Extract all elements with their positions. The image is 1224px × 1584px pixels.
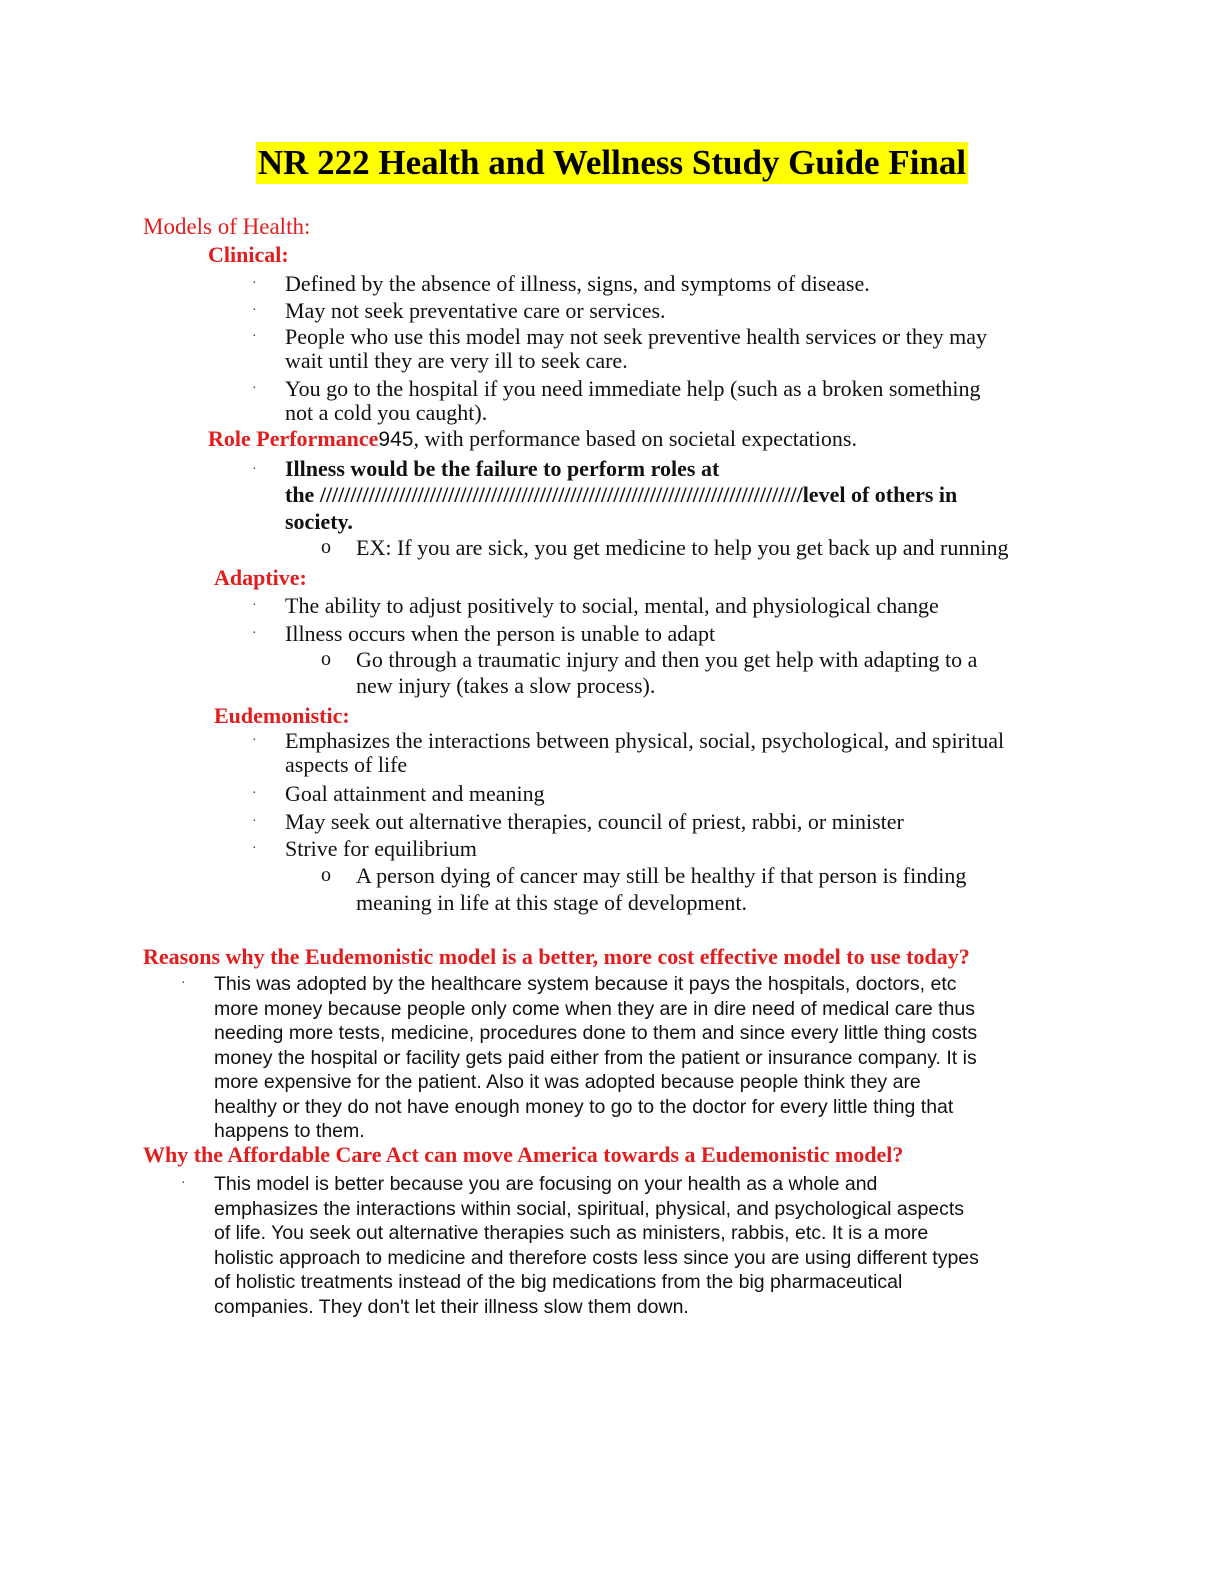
- adaptive-item-2: Illness occurs when the person is unable…: [285, 621, 716, 646]
- eudemonistic-item-1-cont: aspects of life: [285, 752, 408, 777]
- eudemonistic-heading: Eudemonistic:: [214, 703, 350, 728]
- adaptive-heading: Adaptive:: [214, 565, 307, 590]
- title-container: NR 222 Health and Wellness Study Guide F…: [0, 142, 1224, 184]
- aca-answer: This model is better because you are foc…: [214, 1172, 1074, 1319]
- bullet-icon: ·: [252, 626, 257, 641]
- bullet-icon: ·: [252, 733, 257, 748]
- page-title: NR 222 Health and Wellness Study Guide F…: [255, 142, 969, 184]
- clinical-item-4-cont: not a cold you caught).: [285, 400, 488, 425]
- bullet-icon: ·: [181, 976, 186, 991]
- aca-question: Why the Affordable Care Act can move Ame…: [143, 1142, 904, 1167]
- bullet-icon: ·: [252, 841, 257, 856]
- models-heading: Models of Health:: [143, 214, 311, 239]
- eudemonistic-subitem-line-1: A person dying of cancer may still be he…: [356, 863, 967, 888]
- reasons-line-4: money the hospital or facility gets paid…: [214, 1046, 977, 1069]
- clinical-item-2: May not seek preventative care or servic…: [285, 298, 666, 323]
- reasons-line-1: This was adopted by the healthcare syste…: [214, 973, 957, 995]
- role-item-line-2: the ////////////////////////////////////…: [285, 482, 958, 507]
- role-performance-number: 945: [378, 428, 414, 451]
- reasons-line-3: needing more tests, medicine, procedures…: [214, 1022, 978, 1044]
- reasons-line-6: healthy or they do not have enough money…: [214, 1095, 954, 1118]
- eudemonistic-subitem-line-2: meaning in life at this stage of develop…: [356, 890, 748, 915]
- circle-bullet-icon: o: [321, 648, 331, 670]
- aca-line-3: of life. You seek out alternative therap…: [214, 1222, 929, 1244]
- clinical-item-1: Defined by the absence of illness, signs…: [285, 271, 870, 296]
- eudemonistic-item-1: Emphasizes the interactions between phys…: [285, 728, 1005, 753]
- role-performance-heading: Role Performance: [208, 426, 379, 451]
- bullet-icon: ·: [252, 462, 257, 477]
- clinical-heading: Clinical:: [208, 242, 289, 267]
- clinical-item-3: People who use this model may not seek p…: [285, 324, 987, 349]
- aca-line-6: companies. They don't let their illness …: [214, 1295, 689, 1318]
- clinical-item-4: You go to the hospital if you need immed…: [285, 376, 981, 401]
- reasons-line-5: more expensive for the patient. Also it …: [214, 1071, 921, 1093]
- adaptive-subitem-line-1: Go through a traumatic injury and then y…: [356, 647, 978, 672]
- bullet-icon: ·: [181, 1176, 186, 1191]
- circle-bullet-icon: o: [321, 864, 331, 886]
- circle-bullet-icon: o: [321, 536, 331, 558]
- bullet-icon: ·: [252, 303, 257, 318]
- aca-line-1: This model is better because you are foc…: [214, 1173, 878, 1195]
- role-subitem: EX: If you are sick, you get medicine to…: [356, 535, 1009, 560]
- bullet-icon: ·: [252, 381, 257, 396]
- eudemonistic-item-4: Strive for equilibrium: [285, 836, 477, 861]
- aca-line-4: holistic approach to medicine and theref…: [214, 1246, 979, 1269]
- clinical-item-3-cont: wait until they are very ill to seek car…: [285, 348, 628, 373]
- role-performance-heading-line: Role Performance945, with performance ba…: [208, 426, 857, 452]
- eudemonistic-item-2: Goal attainment and meaning: [285, 781, 545, 806]
- reasons-answer: This was adopted by the healthcare syste…: [214, 972, 1074, 1144]
- reasons-line-2: more money because people only come when…: [214, 997, 975, 1020]
- aca-line-2: emphasizes the interactions within socia…: [214, 1197, 965, 1220]
- bullet-icon: ·: [252, 598, 257, 613]
- eudemonistic-item-3: May seek out alternative therapies, coun…: [285, 809, 904, 834]
- adaptive-subitem-line-2: new injury (takes a slow process).: [356, 673, 656, 698]
- role-performance-description: , with performance based on societal exp…: [413, 426, 857, 451]
- bullet-icon: ·: [252, 786, 257, 801]
- adaptive-item-1: The ability to adjust positively to soci…: [285, 593, 939, 618]
- role-item-line-1: Illness would be the failure to perform …: [285, 456, 720, 481]
- bullet-icon: ·: [252, 329, 257, 344]
- bullet-icon: ·: [252, 276, 257, 291]
- aca-line-5: of holistic treatments instead of the bi…: [214, 1271, 903, 1293]
- reasons-line-7: happens to them.: [214, 1120, 365, 1142]
- reasons-question: Reasons why the Eudemonistic model is a …: [143, 944, 970, 969]
- bullet-icon: ·: [252, 814, 257, 829]
- role-item-line-3: society.: [285, 509, 353, 534]
